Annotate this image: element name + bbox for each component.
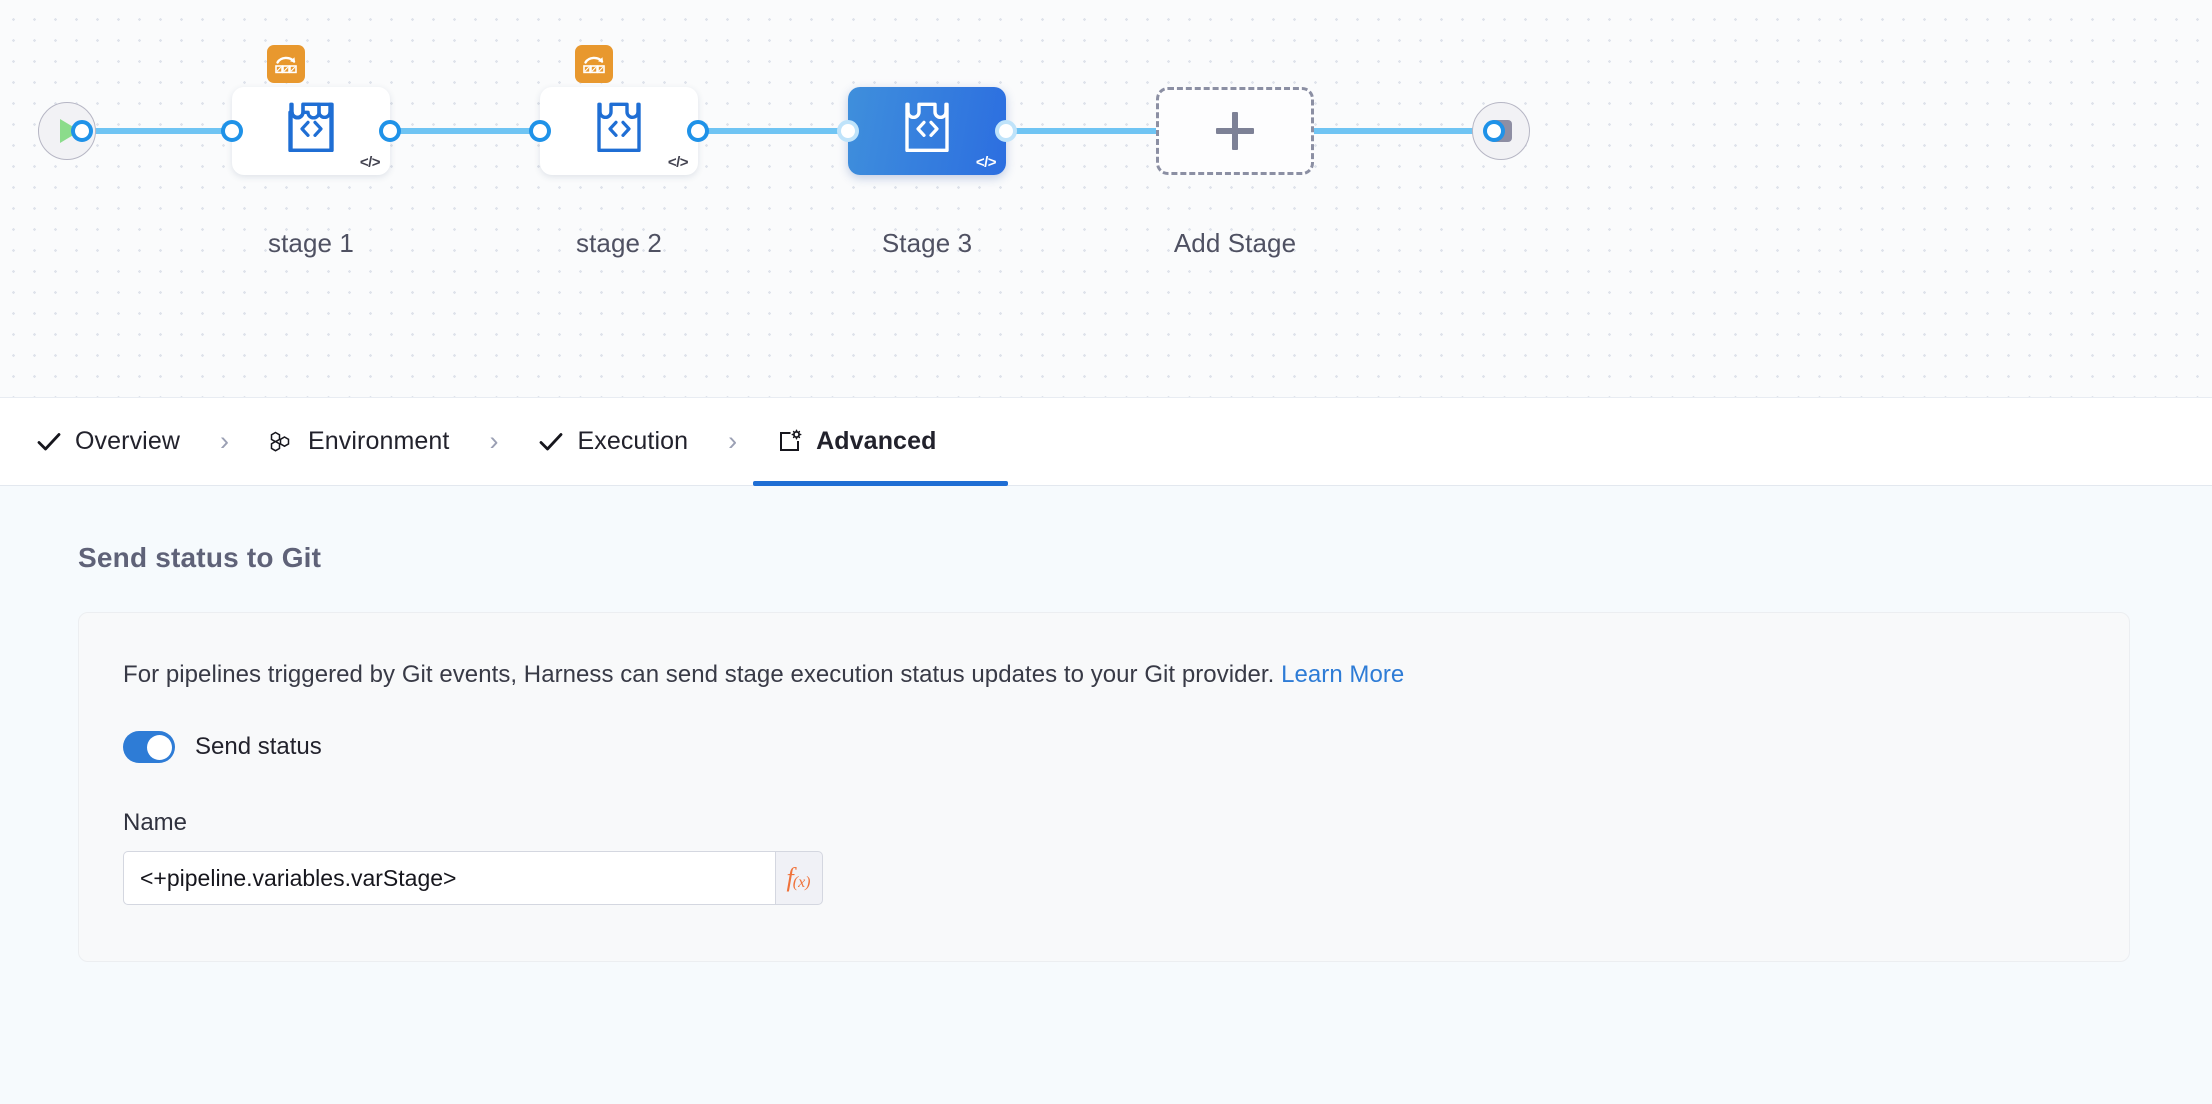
tab-overview-label: Overview	[75, 427, 180, 455]
tab-separator-icon: ›	[220, 426, 229, 456]
expression-fx-button[interactable]: f(x)	[775, 851, 823, 905]
fx-x-glyph: (x)	[792, 874, 811, 891]
pipeline-canvas[interactable]: </> stage 1 </> stage 2	[0, 0, 2212, 398]
card-description-text: For pipelines triggered by Git events, H…	[123, 661, 1275, 688]
tab-execution-label: Execution	[577, 427, 689, 455]
template-icon	[575, 45, 613, 83]
send-status-to-git-card: For pipelines triggered by Git events, H…	[78, 612, 2130, 962]
code-badge-icon: </>	[359, 154, 381, 171]
tab-separator-icon: ›	[489, 426, 499, 456]
connector-stage1-to-stage2	[384, 128, 560, 134]
check-icon	[538, 429, 564, 455]
tab-advanced-label: Advanced	[816, 427, 937, 455]
port-stage2-out[interactable]	[687, 120, 709, 142]
port-stage1-in[interactable]	[221, 120, 243, 142]
stage-label-1: stage 1	[268, 228, 354, 258]
ci-stage-icon	[903, 101, 951, 158]
stage-node-3[interactable]: </>	[848, 87, 1006, 175]
learn-more-link[interactable]: Learn More	[1281, 661, 1405, 688]
infrastructure-hexagons-icon	[269, 429, 295, 455]
toggle-knob	[146, 734, 172, 760]
tab-environment[interactable]: Environment	[261, 398, 457, 486]
add-stage-label: Add Stage	[1173, 228, 1297, 258]
port-end-in[interactable]	[1483, 120, 1505, 142]
connector-stage3-to-addstage	[1000, 128, 1224, 134]
port-stage2-in[interactable]	[529, 120, 551, 142]
stage-config-tabbar[interactable]: Overview › Environment › Execution › Adv…	[0, 398, 2212, 486]
code-badge-icon: </>	[667, 154, 689, 171]
name-input[interactable]	[123, 851, 775, 905]
name-field-label: Name	[123, 809, 188, 836]
code-badge-icon: </>	[975, 154, 997, 171]
tab-execution[interactable]: Execution	[530, 398, 696, 486]
connector-addstage-to-end	[1306, 128, 1488, 134]
card-description: For pipelines triggered by Git events, H…	[123, 661, 2129, 689]
port-stage3-in[interactable]	[837, 120, 859, 142]
connector-stage2-to-stage3	[692, 128, 868, 134]
send-status-toggle[interactable]	[123, 731, 175, 763]
tab-separator-icon: ›	[728, 426, 738, 456]
stage-label-3: Stage 3	[881, 228, 973, 258]
advanced-tab-panel: Send status to Git For pipelines trigger…	[0, 486, 2212, 1104]
add-stage-button[interactable]	[1156, 87, 1314, 175]
check-icon	[36, 429, 62, 455]
tab-advanced[interactable]: Advanced	[753, 398, 1009, 486]
port-start-out[interactable]	[71, 120, 93, 142]
stage-node-2[interactable]: </>	[540, 45, 698, 175]
connector-start-to-stage1	[76, 128, 252, 134]
stage-node-1[interactable]: </>	[232, 45, 390, 175]
send-status-toggle-label: Send status	[195, 733, 322, 760]
send-status-toggle-row: Send status	[123, 731, 2129, 763]
template-icon	[267, 45, 305, 83]
ci-stage-icon	[287, 101, 335, 158]
fx-f-glyph: f	[786, 863, 794, 892]
plus-icon	[1216, 112, 1254, 150]
ci-stage-icon	[595, 101, 643, 158]
port-stage3-out[interactable]	[995, 120, 1017, 142]
tab-overview[interactable]: Overview	[28, 398, 188, 486]
name-field-group: f(x)	[123, 851, 823, 905]
advanced-gear-icon	[777, 429, 803, 455]
tab-environment-label: Environment	[308, 427, 450, 455]
port-stage1-out[interactable]	[379, 120, 401, 142]
stage-label-2: stage 2	[576, 228, 662, 258]
page-title: Send status to Git	[78, 542, 322, 573]
